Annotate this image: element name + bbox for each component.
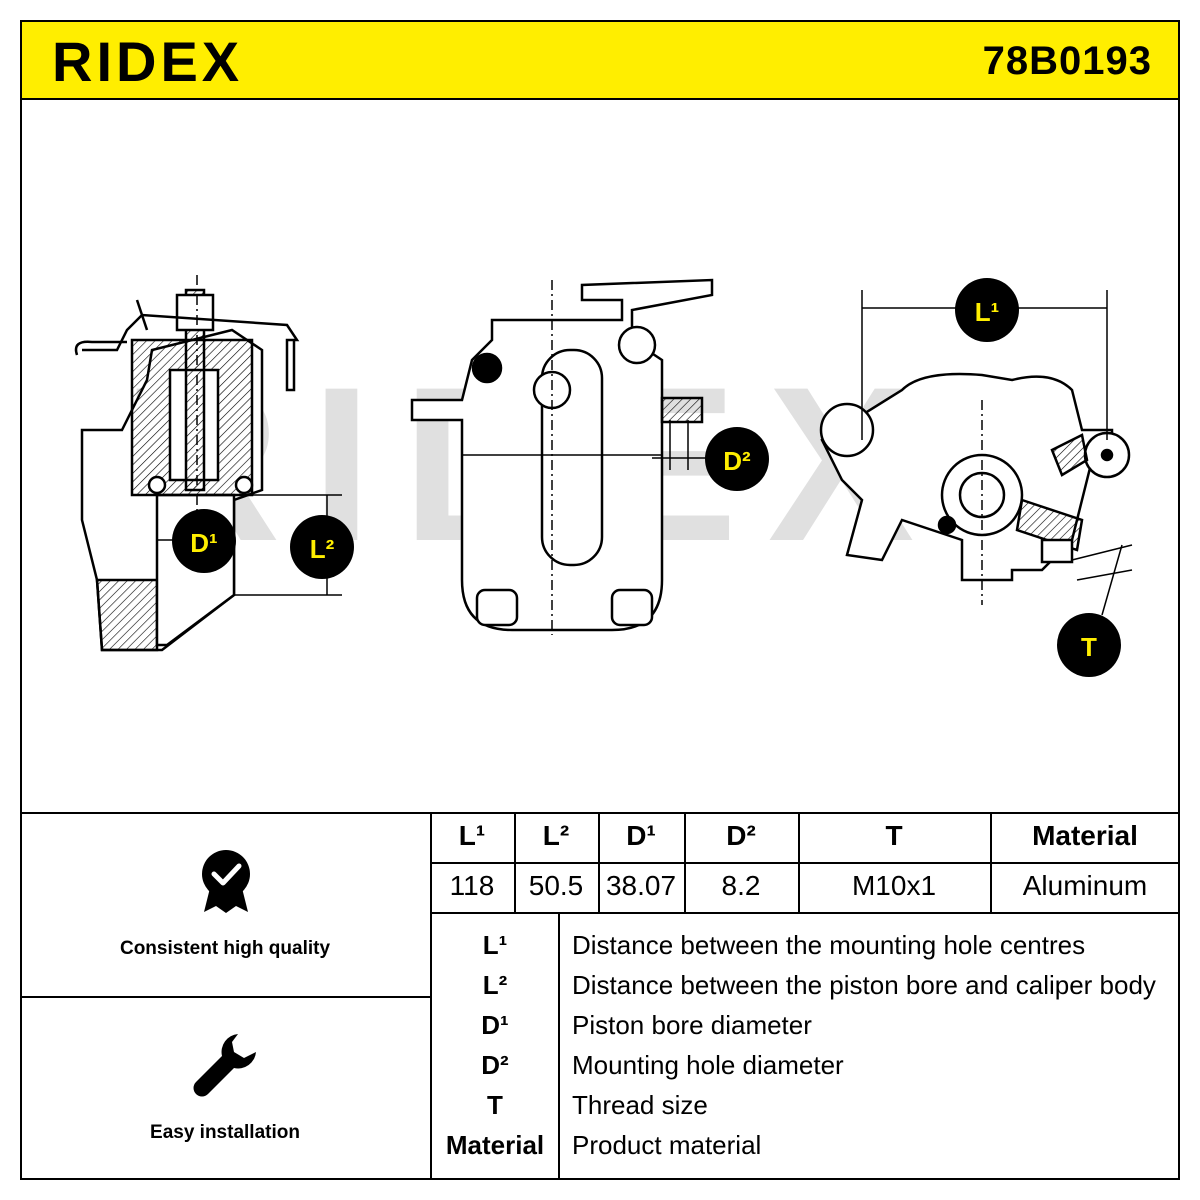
legend-divider xyxy=(558,912,560,1180)
features-divider xyxy=(430,812,432,1180)
d1-badge xyxy=(172,509,236,573)
spec-header-l1: L¹ xyxy=(458,820,486,851)
legend-key-d1: D¹ xyxy=(481,1010,509,1040)
header-bar: RIDEX 78B0193 xyxy=(20,20,1180,100)
spec-values-bottom xyxy=(430,912,1180,914)
spec-col-divider-2 xyxy=(598,812,600,912)
spec-value-t: M10x1 xyxy=(851,870,937,901)
quality-badge-icon xyxy=(202,850,250,913)
spec-col-divider-4 xyxy=(798,812,800,912)
t-badge xyxy=(1057,613,1121,677)
t-dimension xyxy=(1071,544,1133,616)
legend-key-t: T xyxy=(487,1090,503,1120)
legend-desc-l1: Distance between the mounting hole centr… xyxy=(572,930,1086,960)
spec-value-material: Aluminum xyxy=(1022,870,1148,901)
spec-col-divider-5 xyxy=(990,812,992,912)
legend-desc-d2: Mounting hole diameter xyxy=(572,1050,844,1080)
spec-header-d2: D² xyxy=(726,820,756,851)
spec-header-t: T xyxy=(885,820,903,851)
technical-drawing: RIDEX D¹ L² xyxy=(74,275,1133,677)
legend-desc-t: Thread size xyxy=(572,1090,708,1120)
spec-header-d1: D¹ xyxy=(626,820,656,851)
spec-value-l1: 118 xyxy=(449,870,495,901)
spec-value-d1: 38.07 xyxy=(605,870,677,901)
spec-header-material: Material xyxy=(1032,820,1138,851)
legend-key-l2: L² xyxy=(482,970,508,1000)
caliper-front-view xyxy=(819,372,1131,605)
legend-key-l1: L¹ xyxy=(482,930,508,960)
feature-quality-label: Consistent high quality xyxy=(119,938,331,959)
d2-badge xyxy=(705,427,769,491)
spec-header-l2: L² xyxy=(542,820,570,851)
feature-installation-label: Easy installation xyxy=(150,1122,300,1143)
table-top-border xyxy=(20,812,1180,814)
legend-desc-d1: Piston bore diameter xyxy=(572,1010,812,1040)
legend-desc-l2: Distance between the piston bore and cal… xyxy=(572,970,1156,1000)
l1-badge-label: L¹ xyxy=(975,297,1000,327)
spec-col-divider-3 xyxy=(684,812,686,912)
d2-badge-label: D² xyxy=(723,446,751,476)
part-number: 78B0193 xyxy=(982,39,1152,83)
wrench-icon xyxy=(193,1034,256,1097)
brand-logo: RIDEX xyxy=(52,30,244,93)
l2-badge xyxy=(290,515,354,579)
legend-desc-material: Product material xyxy=(572,1130,762,1160)
caliper-rear-view xyxy=(410,278,714,635)
spec-header-bottom xyxy=(430,862,1180,864)
l1-badge xyxy=(955,278,1019,342)
legend-key-d2: D² xyxy=(481,1050,509,1080)
legend-key-material: Material xyxy=(445,1130,545,1160)
spec-value-d2: 8.2 xyxy=(721,870,761,901)
features-mid-border xyxy=(20,996,430,998)
t-badge-label: T xyxy=(1081,632,1097,662)
spec-value-l2: 50.5 xyxy=(528,870,584,901)
spec-col-divider-1 xyxy=(514,812,516,912)
d1-badge-label: D¹ xyxy=(190,528,217,558)
l2-badge-label: L² xyxy=(310,534,335,564)
product-sheet-frame xyxy=(20,20,1180,1180)
